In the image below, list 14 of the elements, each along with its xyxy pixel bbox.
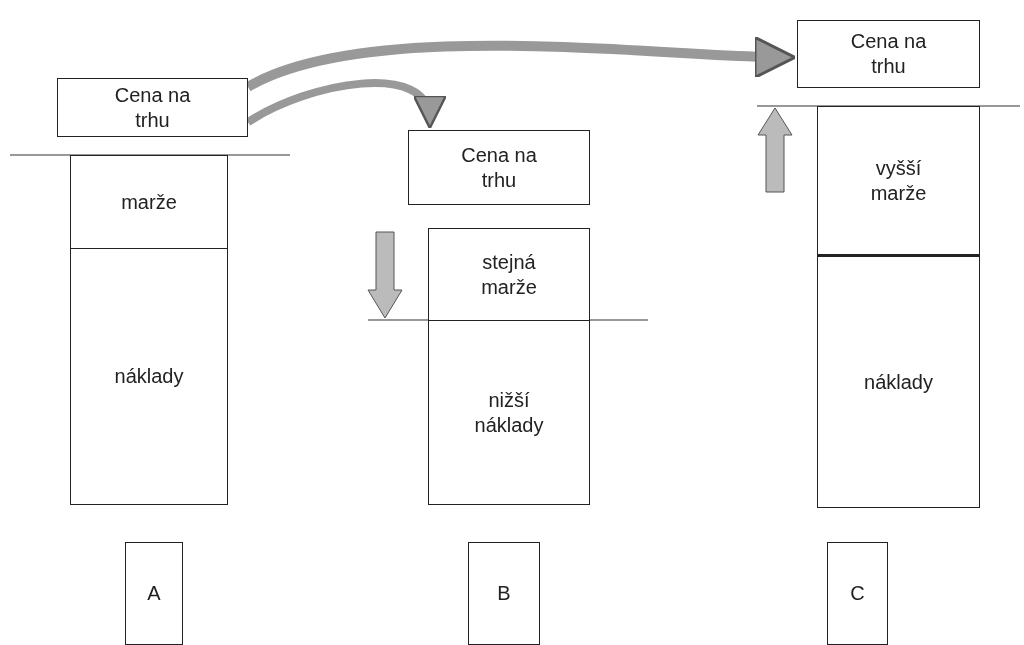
cost-segment: náklady xyxy=(70,248,228,505)
margin-segment: vyšší marže xyxy=(817,106,980,255)
scenario-label-box: A xyxy=(125,542,183,645)
price-box: Cena na trhu xyxy=(57,78,248,137)
cost-segment: náklady xyxy=(817,254,980,508)
scenario-label-box: C xyxy=(827,542,888,645)
margin-segment: stejná marže xyxy=(428,228,590,321)
price-box: Cena na trhu xyxy=(797,20,980,88)
scenario-label-box: B xyxy=(468,542,540,645)
price-box: Cena na trhu xyxy=(408,130,590,205)
curved-arrow xyxy=(245,35,797,92)
curved-arrow xyxy=(245,79,443,130)
cost-segment: nižší náklady xyxy=(428,320,590,505)
margin-segment: marže xyxy=(70,155,228,249)
